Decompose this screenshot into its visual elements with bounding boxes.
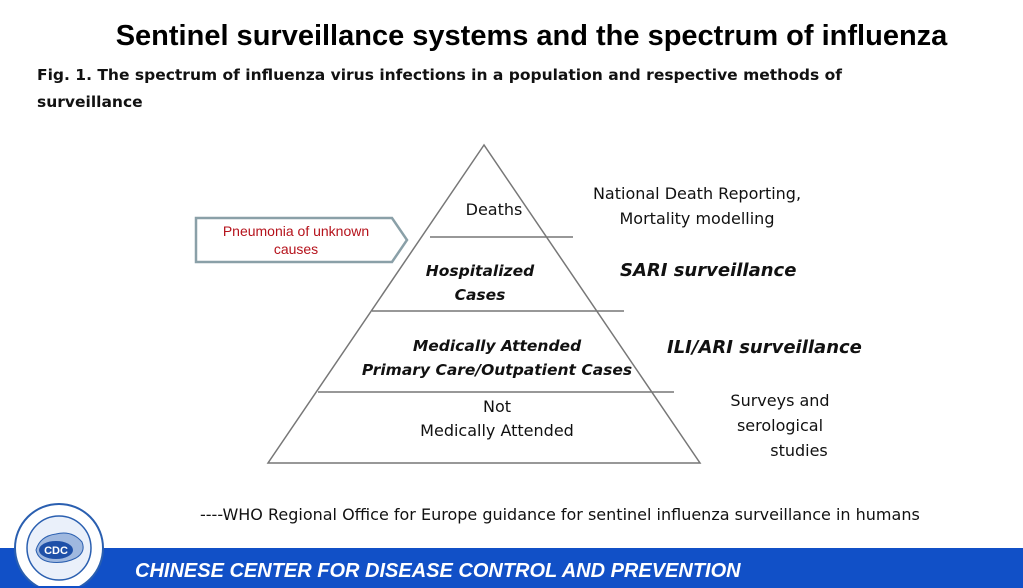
callout-line-2: causes <box>273 241 319 257</box>
method-sari-line-1: SARI surveillance <box>620 260 797 281</box>
level-not-line-2: Medically Attended <box>420 421 574 440</box>
level-deaths-line-1: Deaths <box>465 200 523 219</box>
footer-org-name: CHINESE CENTER FOR DISEASE CONTROL AND P… <box>135 560 741 582</box>
level-not-line-1: Not <box>482 397 512 416</box>
method-death-line-1: National Death Reporting, <box>592 184 802 203</box>
method-death-line-2: Mortality modelling <box>619 209 775 228</box>
slide-title: Sentinel surveillance systems and the sp… <box>115 20 948 52</box>
method-death-reporting: National Death Reporting, Mortality mode… <box>567 181 827 231</box>
method-sari-surveillance: SARI surveillance <box>620 258 796 283</box>
method-surveys: Surveys and serological studies <box>712 388 848 463</box>
source-citation: ----WHO Regional Office for Europe guida… <box>200 505 920 524</box>
figure-caption-line-2: surveillance <box>37 93 143 111</box>
method-ili-line-1: ILI/ARI surveillance <box>667 337 862 358</box>
cdc-logo: CDC <box>14 503 104 586</box>
level-hospitalized-line-1: Hospitalized <box>425 262 535 280</box>
level-hospitalized-line-2: Cases <box>454 286 506 304</box>
level-not-medically-attended: Not Medically Attended <box>372 395 622 443</box>
callout-arrow-box <box>194 216 409 264</box>
level-medically-attended-line-2: Primary Care/Outpatient Cases <box>361 361 633 379</box>
figure-caption-line-1: Fig. 1. The spectrum of influenza virus … <box>37 66 842 84</box>
method-surveys-line-1: Surveys and <box>730 391 830 410</box>
level-deaths: Deaths <box>404 198 584 222</box>
footer-bar <box>0 548 1023 588</box>
pyramid-outline <box>266 143 702 464</box>
method-ili-ari-surveillance: ILI/ARI surveillance <box>667 335 862 360</box>
callout-pneumonia: Pneumonia of unknown causes <box>200 222 392 258</box>
level-hospitalized: Hospitalized Cases <box>380 259 580 307</box>
level-medically-attended-line-1: Medically Attended <box>412 337 582 355</box>
method-surveys-line-3: studies <box>770 441 828 460</box>
callout-line-1: Pneumonia of unknown <box>222 223 370 239</box>
method-surveys-line-2: serological <box>736 416 824 435</box>
level-medically-attended: Medically Attended Primary Care/Outpatie… <box>322 334 672 382</box>
logo-text: CDC <box>44 545 68 557</box>
